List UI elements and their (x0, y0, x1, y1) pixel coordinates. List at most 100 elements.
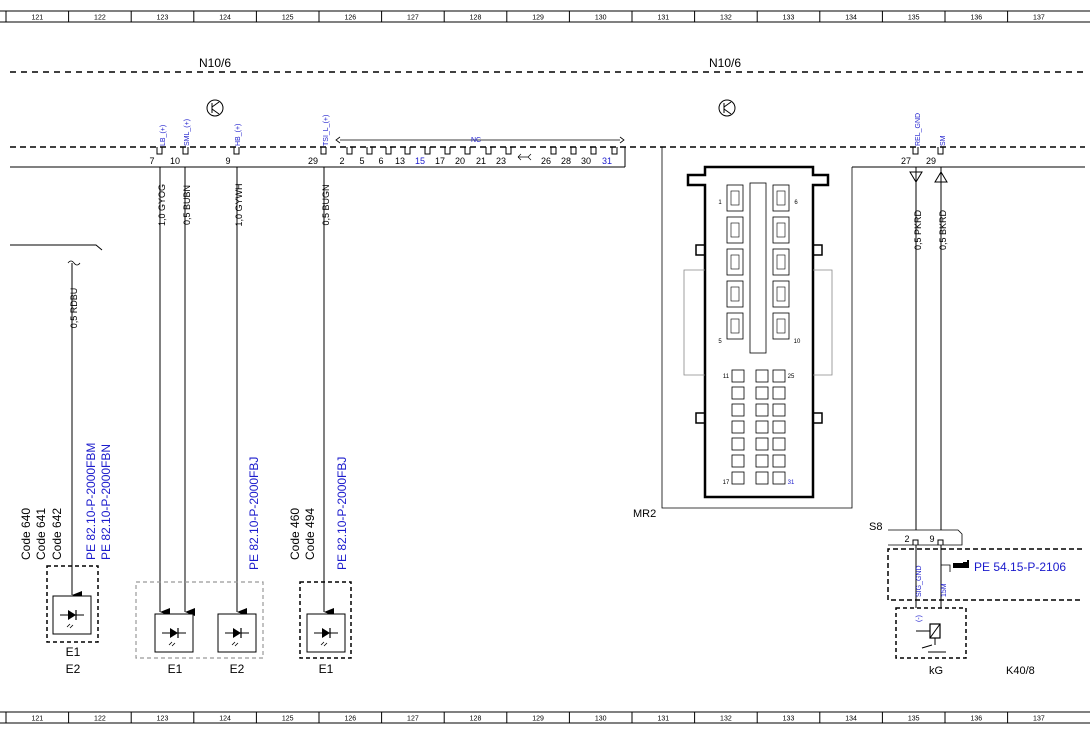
ruler-column-number: 126 (344, 15, 356, 22)
pin-number: 13 (395, 156, 405, 166)
ruler-column-number: 136 (970, 15, 982, 22)
transistor-icon (206, 99, 224, 117)
cavity-number: 25 (788, 374, 795, 380)
reference-link-fbn[interactable]: PE 82.10-P-2000FBN (99, 444, 113, 560)
ruler-column-number: 125 (282, 716, 294, 723)
signal-label-sm: SM (940, 135, 947, 146)
k40-module-box (887, 548, 1082, 601)
transistor-icon (718, 99, 736, 117)
wire-label: 0,5 BKRD (938, 209, 948, 250)
component-label: E2 (66, 662, 81, 676)
wire-label: 1,0 GYWH (234, 183, 244, 226)
signal-label-hb: HB_(+) (235, 124, 242, 146)
component-group-e1-e2 (135, 581, 264, 659)
led-diode-icon (154, 613, 194, 653)
pin-number: 20 (455, 156, 465, 166)
pin-number: 26 (541, 156, 551, 166)
pin-number: 9 (929, 534, 934, 544)
ruler-column-number: 128 (470, 15, 482, 22)
signal-label-lb: LB_(+) (160, 125, 167, 146)
pin-number: 9 (225, 156, 230, 166)
pin-number: 10 (170, 156, 180, 166)
s8-label: S8 (869, 521, 882, 533)
led-diode-icon (52, 595, 92, 635)
ruler-column-number: 131 (657, 15, 669, 22)
pin-number: 6 (378, 156, 383, 166)
module-label-right: N10/6 (709, 56, 741, 70)
pin-number: 21 (476, 156, 486, 166)
ruler-column-number: 133 (783, 15, 795, 22)
ruler-column-number: 121 (31, 716, 43, 723)
ruler-column-number: 128 (470, 716, 482, 723)
pin-number: 5 (359, 156, 364, 166)
ruler-column-number: 136 (970, 716, 982, 723)
ruler-column-number: 126 (344, 716, 356, 723)
pin-number: 29 (308, 156, 318, 166)
pin-number: 2 (904, 534, 909, 544)
pin-number: 30 (581, 156, 591, 166)
cavity-number: 11 (723, 374, 730, 380)
component-label: E1 (168, 662, 183, 676)
connector-housing (683, 165, 833, 499)
ruler-column-number: 129 (532, 15, 544, 22)
pin-number: 2 (339, 156, 344, 166)
code-note: Code 460 (288, 508, 302, 560)
pin-number: 15 (415, 156, 425, 166)
component-label: E1 (319, 662, 334, 676)
wire-label: 1,0 GYOG (157, 184, 167, 226)
kg-label: kG (929, 665, 943, 677)
ruler-column-number: 123 (157, 15, 169, 22)
nc-pin-stubs (346, 147, 618, 155)
ruler-column-number: 137 (1033, 15, 1045, 22)
ruler-column-number: 132 (720, 716, 732, 723)
connector-cavities (726, 184, 790, 485)
nc-label: NC (471, 137, 481, 144)
ruler-column-number: 130 (595, 716, 607, 723)
ruler-column-number: 127 (407, 15, 419, 22)
mr2-label: MR2 (633, 508, 656, 520)
reference-link-fbm[interactable]: PE 82.10-P-2000FBM (84, 443, 98, 560)
wire-rdbu (10, 244, 103, 595)
wire-break-symbol (67, 260, 81, 266)
reference-link-fbj[interactable]: PE 82.10-P-2000FBJ (335, 457, 349, 570)
signal-label-sml: SML_(+) (184, 119, 191, 146)
pin-number: 31 (602, 156, 612, 166)
signal-label-tsi: TSI_L_(+) (323, 115, 330, 146)
code-note: Code 494 (303, 508, 317, 560)
relay-coil-icon (916, 623, 946, 653)
code-note: Code 642 (50, 508, 64, 560)
pin-number: 27 (901, 156, 911, 166)
signal-label-rel-gnd: REL_GND (915, 113, 922, 146)
ruler-column-number: 135 (908, 716, 920, 723)
ruler-column-number: 132 (720, 15, 732, 22)
component-label: E2 (230, 662, 245, 676)
relay-box (895, 607, 967, 659)
module-label-left: N10/6 (199, 56, 231, 70)
pin-number: 29 (926, 156, 936, 166)
ruler-column-number: 122 (94, 716, 106, 723)
pin-number: 17 (435, 156, 445, 166)
ruler-column-number: 123 (157, 716, 169, 723)
pin-number: 23 (496, 156, 506, 166)
led-diode-icon (306, 613, 346, 653)
ruler-column-number: 130 (595, 15, 607, 22)
hand-pointer-icon[interactable] (953, 560, 969, 568)
ruler-column-number: 134 (845, 716, 857, 723)
ruler-column-number: 124 (219, 15, 231, 22)
cavity-number: 5 (718, 339, 722, 345)
cavity-number: 6 (794, 200, 798, 206)
reference-link-pe54[interactable]: PE 54.15-P-2106 (974, 560, 1066, 574)
wire-label: 0,5 BUGN (321, 184, 331, 225)
mr2-frame (661, 147, 853, 509)
ruler-column-number: 133 (783, 716, 795, 723)
signal-label-minus: (-) (916, 615, 923, 622)
reference-link-fbj[interactable]: PE 82.10-P-2000FBJ (247, 457, 261, 570)
skip-symbol (517, 153, 532, 161)
cavity-number: 17 (723, 480, 730, 486)
component-label: E1 (66, 645, 81, 659)
wire-label: 0,5 PKRD (913, 209, 923, 250)
ruler-column-number: 135 (908, 15, 920, 22)
ruler-column-number: 124 (219, 716, 231, 723)
